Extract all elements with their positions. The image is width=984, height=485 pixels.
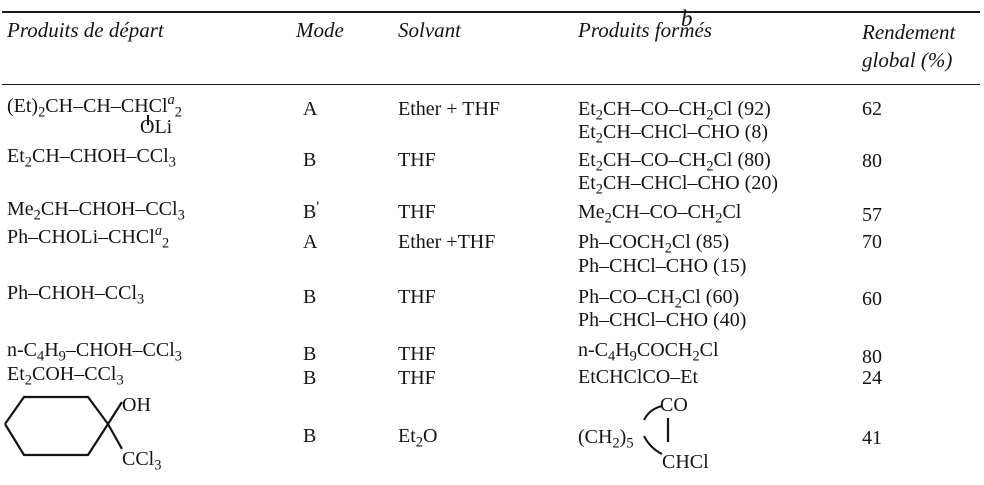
- row8-product-chcl: CHCl: [662, 451, 709, 473]
- row3-mode: B': [303, 199, 320, 223]
- row2-yield: 80: [862, 150, 882, 172]
- row7-yield: 24: [862, 367, 882, 389]
- row1-yield: 62: [862, 98, 882, 120]
- row7-mode: B: [303, 367, 317, 389]
- header-solvent: Solvant: [398, 18, 461, 42]
- row6-yield: 80: [862, 346, 882, 368]
- row2-product2: Et2CH–CHCl–CHO (20): [578, 172, 778, 198]
- row1-start-sub: OLi: [140, 116, 173, 138]
- header-formed-note: b: [681, 6, 693, 31]
- row5-product1: Ph–CO–CH2Cl (60): [578, 286, 740, 312]
- row5-product2: Ph–CHCl–CHO (40): [578, 309, 747, 331]
- row8-product-ch2: (CH2)5: [578, 426, 634, 452]
- row7-product1: EtCHClCO–Et: [578, 366, 699, 388]
- row4-product1: Ph–COCH2Cl (85): [578, 231, 730, 257]
- cyclohexane-ring-drawing: [4, 395, 123, 457]
- row4-mode: A: [303, 231, 318, 253]
- row7-start: Et2COH–CCl3: [7, 363, 124, 389]
- row1-product2: Et2CH–CHCl–CHO (8): [578, 121, 768, 147]
- row8-solvent: Et2O: [398, 425, 438, 451]
- row3-yield: 57: [862, 204, 882, 226]
- row8-product-co: CO: [660, 394, 688, 416]
- row6-solvent: THF: [398, 343, 436, 365]
- row1-solvent: Ether + THF: [398, 98, 501, 120]
- row4-yield: 70: [862, 231, 882, 253]
- header-start: Produits de départ: [7, 18, 164, 42]
- top-rule: [2, 11, 980, 13]
- row2-start: Et2CH–CHOH–CCl3: [7, 145, 176, 171]
- ring-closure-bracket: [643, 405, 670, 455]
- row3-solvent: THF: [398, 201, 436, 223]
- row2-product1: Et2CH–CO–CH2Cl (80): [578, 149, 771, 175]
- row3-mode-letter: B: [303, 201, 317, 223]
- row6-mode: B: [303, 343, 317, 365]
- row5-mode: B: [303, 286, 317, 308]
- header-formed: Produits formés: [578, 18, 712, 42]
- row5-start: Ph–CHOH–CCl3: [7, 282, 145, 308]
- row1-mode: A: [303, 98, 318, 120]
- row5-yield: 60: [862, 288, 882, 310]
- row2-solvent: THF: [398, 149, 436, 171]
- row8-mode: B: [303, 425, 317, 447]
- row8-start-ccl3: CCl3: [122, 448, 162, 474]
- header-rule: [2, 84, 980, 85]
- row1-product1: Et2CH–CO–CH2Cl (92): [578, 98, 771, 124]
- row4-solvent: Ether +THF: [398, 231, 496, 253]
- header-mode: Mode: [296, 18, 344, 42]
- row3-product1: Me2CH–CO–CH2Cl: [578, 201, 742, 227]
- row4-start: Ph–CHOLi–CHCla2: [7, 223, 170, 252]
- row3-start: Me2CH–CHOH–CCl3: [7, 198, 185, 224]
- row4-product2: Ph–CHCl–CHO (15): [578, 255, 747, 277]
- header-yield-line1: Rendement: [862, 20, 956, 44]
- row3-mode-mark: ': [316, 199, 320, 216]
- row1-start: (Et)2CH–CH–CHCla2: [7, 92, 182, 121]
- row6-start: n-C4H9–CHOH–CCl3: [7, 339, 182, 365]
- row2-mode: B: [303, 149, 317, 171]
- row5-solvent: THF: [398, 286, 436, 308]
- row6-product1: n-C4H9COCH2Cl: [578, 339, 719, 365]
- row1-bond: [147, 115, 149, 125]
- row8-start-oh: OH: [122, 394, 151, 416]
- row7-solvent: THF: [398, 367, 436, 389]
- header-yield-line2: global (%): [862, 48, 953, 72]
- row8-yield: 41: [862, 427, 882, 449]
